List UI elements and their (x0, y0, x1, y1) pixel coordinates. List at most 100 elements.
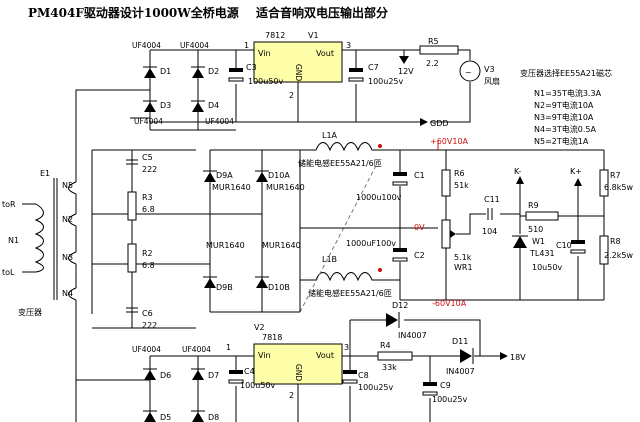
notes-line-3: N3=9T电流10A (534, 112, 594, 122)
d5-diode (144, 412, 156, 422)
pin-n3: N3 (62, 253, 73, 262)
d8-diode (192, 412, 204, 422)
d12-label: D12 (392, 301, 408, 310)
r5-label: R5 (428, 37, 439, 46)
c10-label: C10 (556, 241, 572, 250)
tl431-label: TL431 (529, 249, 555, 258)
r4-body (377, 351, 413, 361)
r7-value: 6.8k5w (604, 183, 633, 192)
d10b-type: MUR1640 (262, 241, 301, 250)
v-pos-label: +60V10A (430, 137, 469, 146)
v12-label: 12V (398, 67, 414, 76)
wr1-label: WR1 (454, 263, 473, 272)
notes-heading: 变压器选择EE55A21磁芯 (520, 68, 612, 78)
d3-label: D3 (160, 101, 171, 110)
v18-arrow (500, 352, 508, 360)
r8-body (599, 235, 609, 265)
c1-plate-bottom (392, 181, 408, 186)
c10-plate-top (571, 240, 585, 244)
d10a-label: D10A (268, 171, 290, 180)
k-plus-label: K+ (570, 167, 582, 176)
d10a-type: MUR1640 (266, 183, 305, 192)
c3-value: 100u50v (248, 77, 284, 86)
c8-plate-top (343, 370, 357, 374)
bottom-rectifier: UF4004 UF4004 D6 D7 D5 D8 (75, 300, 236, 422)
fan-glyph: ~ (465, 68, 472, 77)
top-rectifier: UF4004 UF4004 UF4004 UF4004 D1 D2 D3 D4 (75, 41, 236, 182)
r6-label: R6 (454, 169, 465, 178)
secondary-coils (68, 181, 77, 301)
d4-diode (192, 102, 204, 112)
fan-symbol (459, 60, 481, 82)
r3-body (127, 191, 137, 221)
d6-diode (144, 370, 156, 380)
c8-value: 100u25v (358, 383, 394, 392)
c9-value: 100u25v (432, 395, 468, 404)
c8-plate-bottom (342, 379, 358, 384)
c9-plate-bottom (422, 391, 438, 396)
v12-arrow (399, 56, 409, 64)
output-18v: D12 IN4007 R4 33k D11 IN4007 18V C9 100u… (349, 301, 526, 422)
c1-value: 1000u100v (356, 193, 402, 202)
l1a-label: L1A (322, 131, 338, 140)
gdd-label: GDD (430, 119, 449, 128)
d1-type: UF4004 (132, 41, 161, 50)
gdd-arrow (420, 118, 428, 126)
r6-value: 51k (454, 181, 469, 190)
c6-label: C6 (142, 309, 153, 318)
reg2-name: 7818 (262, 333, 282, 342)
d11-label: D11 (452, 337, 468, 346)
k-minus-arrow (516, 176, 524, 184)
r3-label: R3 (142, 193, 153, 202)
tl431-symbol (513, 236, 527, 248)
c11-value: 104 (482, 227, 497, 236)
r8-value: 2.2k5w (604, 251, 633, 260)
c7-value: 100u25v (368, 77, 404, 86)
c1-plate-top (393, 172, 407, 176)
main-bridge-wires (196, 149, 300, 313)
l1b-dot (378, 268, 382, 272)
c9-plate-top (423, 382, 437, 386)
c10-value: 10u50v (532, 263, 562, 272)
w1-label: W1 (532, 237, 545, 246)
reg2-wires (236, 355, 360, 422)
reg2-vout: Vout (316, 351, 334, 360)
r7-label: R7 (610, 171, 621, 180)
d10b-diode (256, 278, 268, 288)
c3-plate-bottom (228, 77, 244, 82)
k-minus-label: K- (514, 167, 521, 176)
c2-plate-bottom (392, 257, 408, 262)
r9-body (525, 211, 559, 221)
c10-plate-bottom (570, 249, 586, 254)
l1b-coil (300, 272, 400, 282)
reg1-gnd: GND (294, 64, 303, 81)
d7-label: D7 (208, 371, 219, 380)
d6-label: D6 (160, 371, 171, 380)
reg2-vin: Vin (258, 351, 271, 360)
reg2-pin1: 1 (226, 343, 231, 352)
c11-label: C11 (484, 195, 500, 204)
notes-line-2: N2=9T电流10A (534, 100, 594, 110)
reg2-gnd: GND (294, 364, 303, 381)
wr1-body (441, 219, 451, 249)
pin-n2: N2 (62, 215, 73, 224)
feedback-network: R6 51k 5.1k WR1 C11 104 R9 510 W1 TL431 … (441, 150, 633, 300)
transformer-label: 变压器 (18, 307, 42, 317)
r2-value: 6.8 (142, 261, 155, 270)
d2-type: UF4004 (180, 41, 209, 50)
d9a-type: MUR1640 (212, 183, 251, 192)
coupling-line (299, 157, 381, 313)
reg2-pin3: 3 (344, 343, 349, 352)
d6-type: UF4004 (132, 345, 161, 354)
notes-line-4: N4=3T电流0.5A (534, 124, 596, 134)
c2-label: C2 (414, 251, 425, 260)
output-caps: C1 1000u100v C2 1000uF100v (300, 150, 425, 300)
c1-label: C1 (414, 171, 425, 180)
r9-label: R9 (528, 201, 539, 210)
c2-value: 1000uF100v (346, 239, 396, 248)
d10a-diode (256, 172, 268, 182)
regulator-7818: 7818 V2 Vin Vout GND 1 3 2 C4 100u50v C8… (226, 323, 394, 422)
r4-label: R4 (380, 341, 391, 350)
notes-line-1: N1=35T电流3.3A (534, 88, 602, 98)
r2-body (127, 243, 137, 273)
